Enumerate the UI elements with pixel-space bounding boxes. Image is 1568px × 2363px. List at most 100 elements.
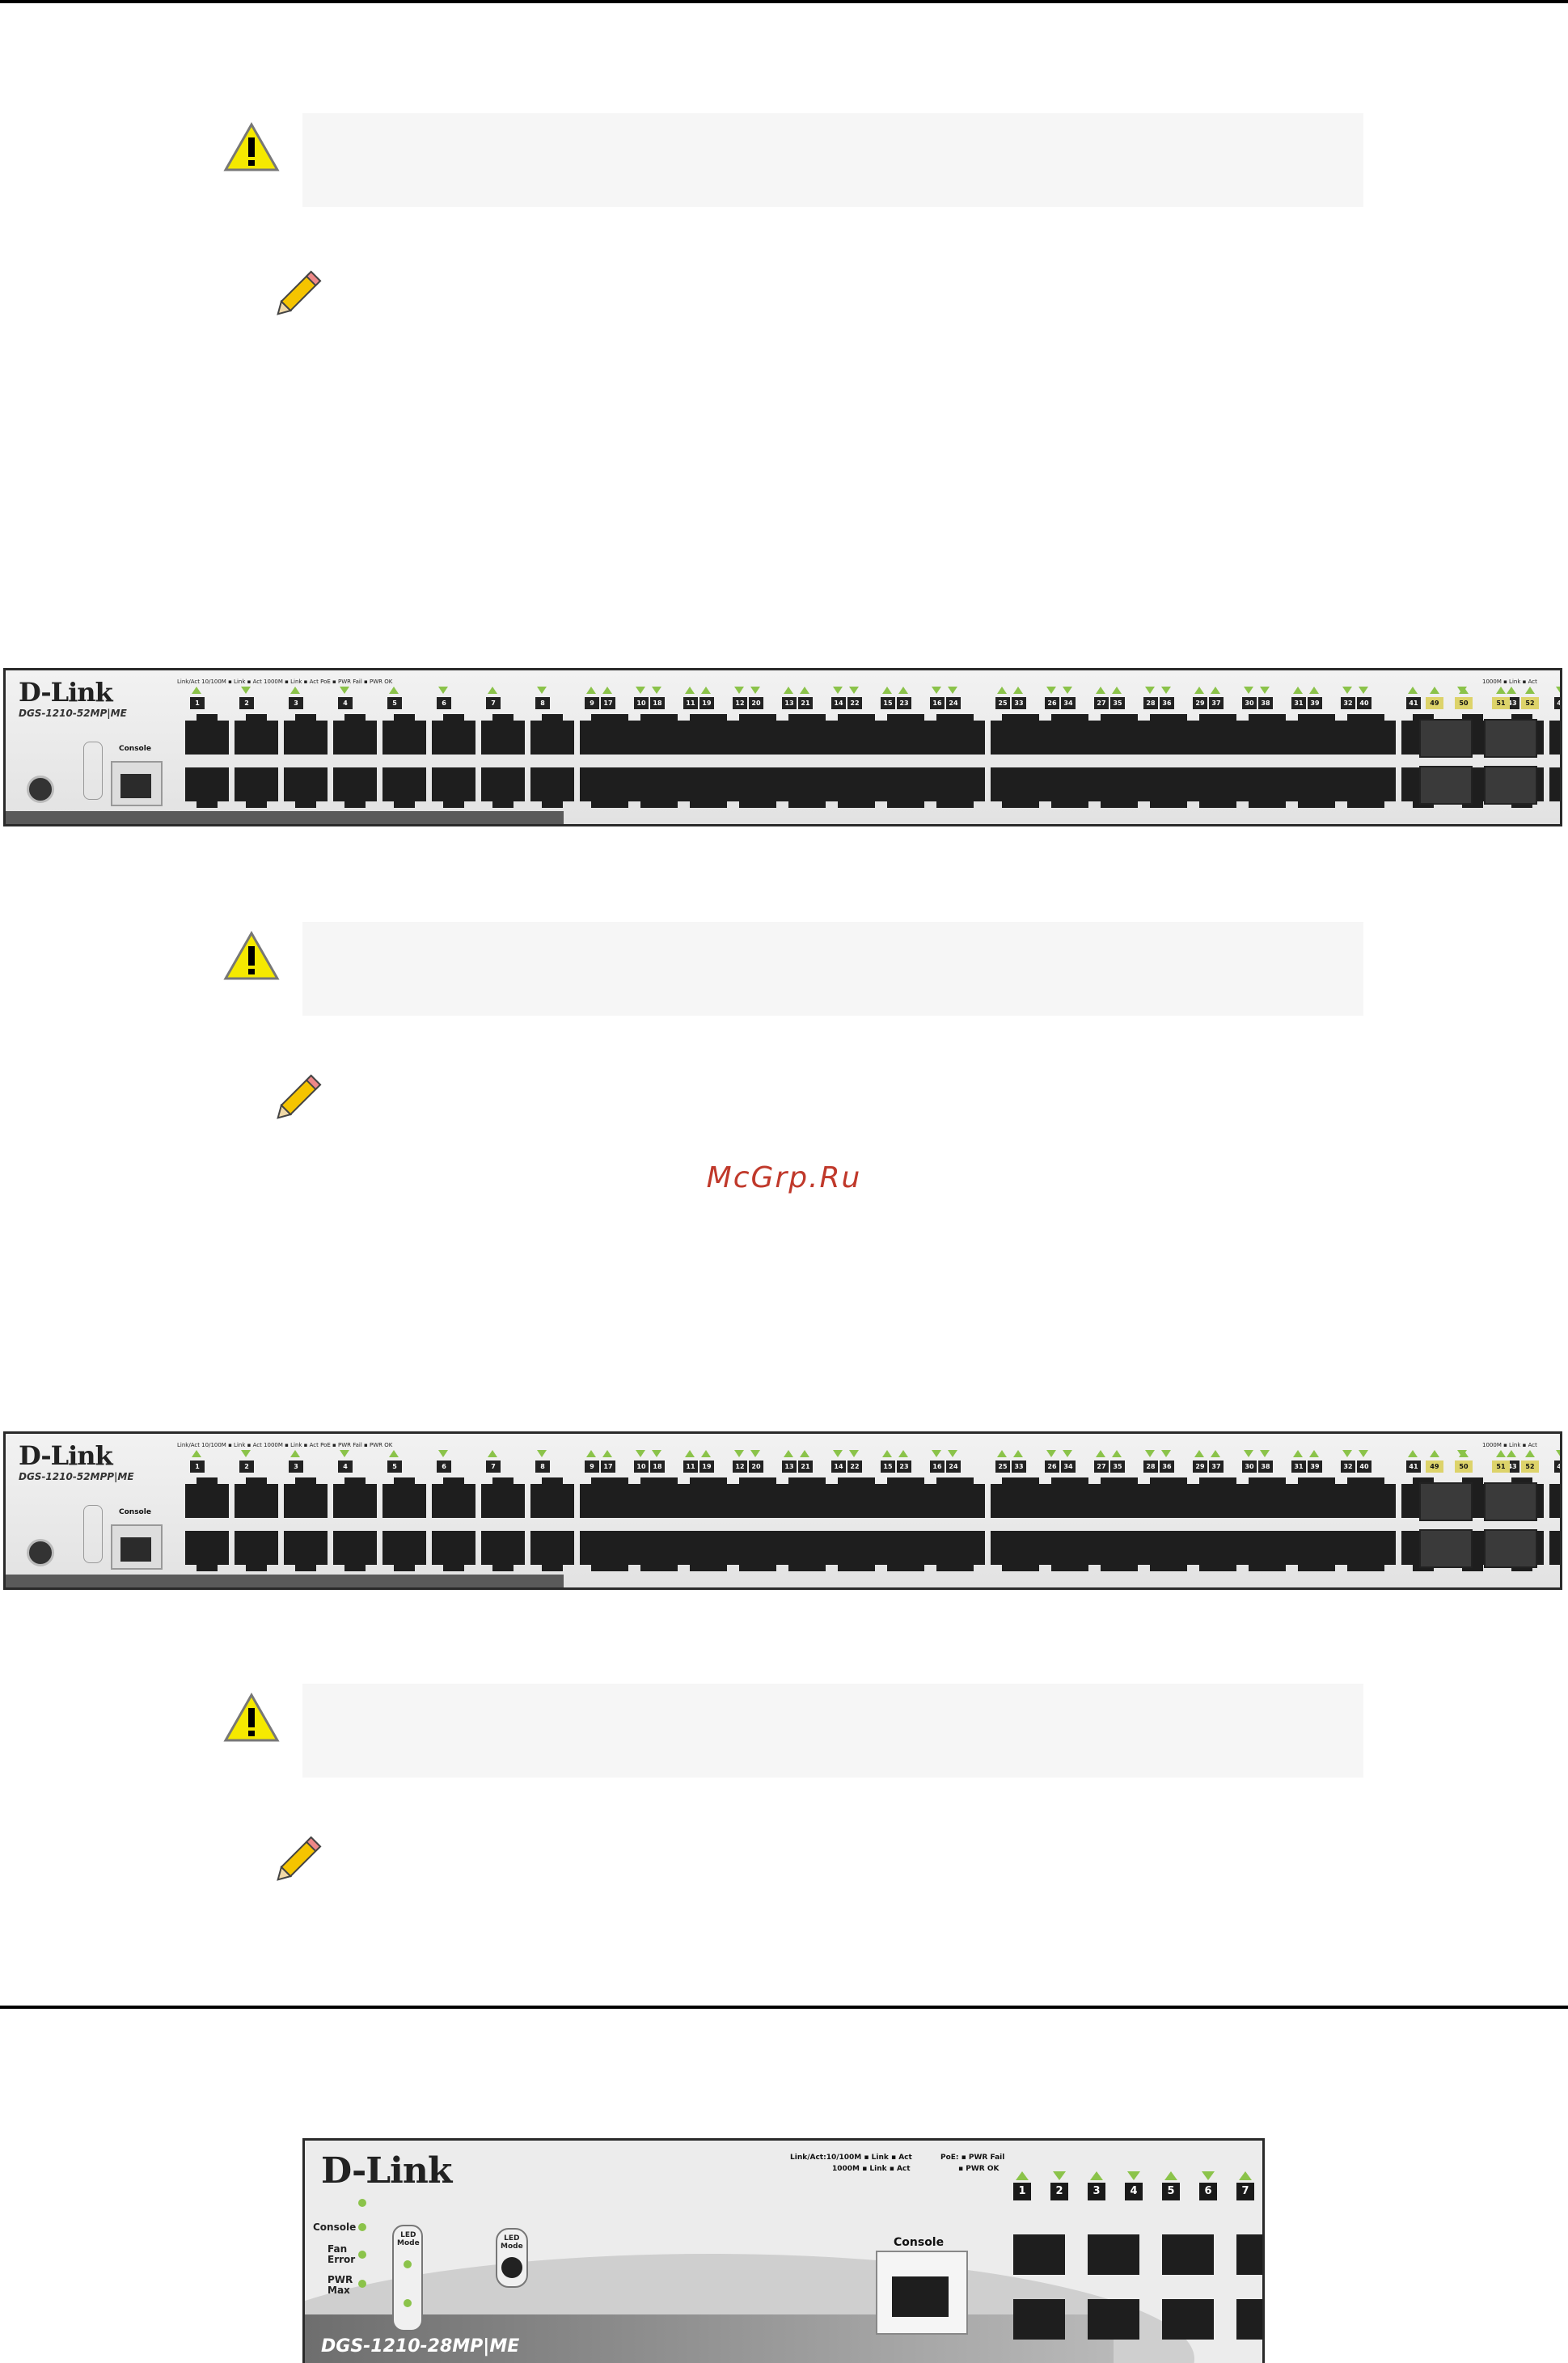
ethernet-port bbox=[1056, 714, 1100, 755]
port-led-icon bbox=[1556, 1450, 1560, 1457]
port-number: 6 bbox=[1199, 2183, 1217, 2200]
port-number: 37 bbox=[1209, 697, 1224, 709]
pwr-max-label: PWR Max bbox=[328, 2274, 353, 2296]
ethernet-port bbox=[1253, 1477, 1297, 1518]
ethernet-port bbox=[1007, 1531, 1050, 1571]
port-led-icon bbox=[1260, 1450, 1270, 1457]
model-label: DGS-1210-52MP|ME bbox=[19, 708, 127, 719]
ethernet-port bbox=[1105, 1531, 1149, 1571]
port-led-icon bbox=[1161, 687, 1171, 694]
sfp-port bbox=[1419, 1529, 1473, 1568]
ethernet-port bbox=[481, 1531, 525, 1571]
ethernet-port bbox=[1162, 2299, 1214, 2340]
port-led-icon bbox=[1239, 2171, 1252, 2180]
port-number: 25 bbox=[995, 697, 1010, 709]
led-legend-d: ▪ PWR OK bbox=[958, 2165, 1000, 2173]
port-number: 31 bbox=[1291, 697, 1306, 709]
port-number: 16 bbox=[930, 1460, 945, 1473]
port-number: 3 bbox=[289, 1460, 303, 1473]
ethernet-port bbox=[1352, 714, 1396, 755]
led-mode-indicator bbox=[83, 1505, 103, 1563]
ethernet-port bbox=[1105, 1477, 1149, 1518]
ethernet-port bbox=[1162, 2234, 1214, 2275]
port-number: 14 bbox=[831, 697, 846, 709]
sfp-led-icon bbox=[1525, 1450, 1535, 1457]
port-number: 10 bbox=[634, 1460, 649, 1473]
port-led-icon bbox=[1408, 687, 1418, 694]
port-led-icon bbox=[1096, 1450, 1105, 1457]
sfp-led-icon bbox=[1459, 1450, 1469, 1457]
ethernet-port bbox=[1236, 2234, 1262, 2275]
ethernet-port bbox=[941, 1477, 985, 1518]
ethernet-port bbox=[645, 1477, 689, 1518]
port-led-icon bbox=[1244, 1450, 1253, 1457]
ethernet-port bbox=[1303, 1477, 1346, 1518]
sfp-port-number: 51 bbox=[1492, 1460, 1510, 1473]
port-led-icon bbox=[898, 1450, 908, 1457]
port-led-icon bbox=[1161, 1450, 1171, 1457]
model-label: DGS-1210-52MPP|ME bbox=[19, 1471, 134, 1482]
port-number: 26 bbox=[1045, 1460, 1059, 1473]
ethernet-port bbox=[941, 1531, 985, 1571]
sfp-led-legend: 1000M ▪ Link ▪ Act bbox=[1482, 678, 1537, 685]
port-led-icon bbox=[948, 687, 957, 694]
port-led-icon bbox=[932, 1450, 941, 1457]
ethernet-port bbox=[235, 1531, 278, 1571]
brand-logo: D-Link bbox=[19, 677, 113, 708]
ethernet-port bbox=[843, 1531, 886, 1571]
port-number: 30 bbox=[1242, 697, 1257, 709]
led-legend-c: PoE: ▪ PWR Fail bbox=[940, 2154, 1005, 2162]
port-number: 20 bbox=[749, 1460, 763, 1473]
port-number: 8 bbox=[535, 1460, 550, 1473]
brand-logo: D-Link bbox=[19, 1440, 113, 1471]
port-number: 28 bbox=[1143, 1460, 1158, 1473]
port-number: 20 bbox=[749, 697, 763, 709]
port-number: 2 bbox=[239, 697, 254, 709]
port-number: 1 bbox=[1013, 2183, 1031, 2200]
port-led-icon bbox=[1145, 1450, 1155, 1457]
port-led-icon bbox=[586, 687, 596, 694]
port-led-icon bbox=[602, 687, 612, 694]
port-led-icon bbox=[1260, 687, 1270, 694]
port-number: 17 bbox=[601, 697, 615, 709]
port-led-icon bbox=[784, 1450, 793, 1457]
port-led-icon bbox=[734, 1450, 744, 1457]
port-led-icon bbox=[1556, 687, 1560, 694]
port-led-icon bbox=[241, 687, 251, 694]
port-number: 6 bbox=[437, 1460, 451, 1473]
ethernet-port bbox=[333, 1477, 377, 1518]
caution-box bbox=[302, 922, 1363, 1016]
sfp-led-icon bbox=[1496, 687, 1506, 694]
section-rule bbox=[0, 2006, 1568, 2009]
ethernet-port bbox=[744, 767, 788, 808]
port-led-icon bbox=[488, 687, 497, 694]
ethernet-port bbox=[284, 1531, 328, 1571]
port-number: 11 bbox=[683, 1460, 698, 1473]
ethernet-port bbox=[1352, 1531, 1396, 1571]
port-number: 27 bbox=[1094, 697, 1109, 709]
port-led-icon bbox=[833, 687, 843, 694]
ethernet-port bbox=[481, 1477, 525, 1518]
top-rule bbox=[0, 0, 1568, 3]
sfp-led-legend: 1000M ▪ Link ▪ Act bbox=[1482, 1442, 1537, 1448]
port-number: 15 bbox=[881, 697, 895, 709]
sfp-port-number: 50 bbox=[1455, 1460, 1473, 1473]
port-led-icon bbox=[1359, 1450, 1368, 1457]
ethernet-port bbox=[744, 714, 788, 755]
port-number: 31 bbox=[1291, 1460, 1306, 1473]
ethernet-port bbox=[1155, 767, 1198, 808]
ethernet-port bbox=[432, 767, 475, 808]
port-number: 33 bbox=[1012, 1460, 1026, 1473]
ethernet-port bbox=[1253, 767, 1297, 808]
console-port bbox=[111, 1524, 163, 1570]
ethernet-port bbox=[596, 714, 640, 755]
console-label: Console bbox=[119, 1508, 151, 1516]
ethernet-port bbox=[530, 1531, 574, 1571]
console-port bbox=[111, 761, 163, 806]
ethernet-port bbox=[1013, 2299, 1065, 2340]
port-number: 12 bbox=[733, 697, 747, 709]
port-led-icon bbox=[636, 687, 645, 694]
ethernet-port bbox=[1088, 2234, 1139, 2275]
led-mode-button bbox=[27, 1539, 54, 1566]
caution-icon bbox=[223, 930, 280, 980]
